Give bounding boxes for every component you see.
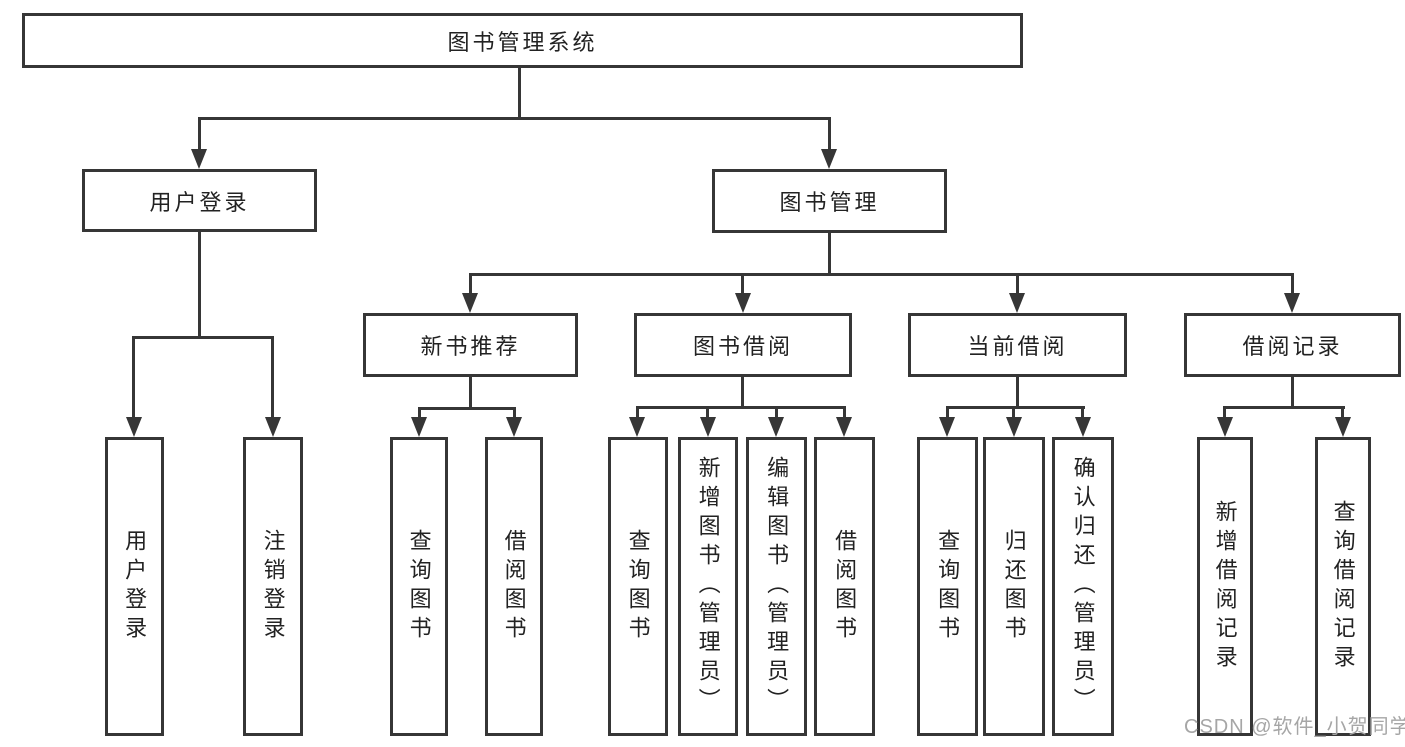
connector-vline xyxy=(198,117,201,151)
connector-arrow-down xyxy=(1009,293,1025,313)
node-label: 编辑图书（管理员） xyxy=(764,456,790,717)
connector-vline xyxy=(469,377,472,407)
connector-vline xyxy=(513,407,516,419)
leaf-add-borrow-record: 新增借阅记录 xyxy=(1197,437,1253,736)
connector-arrow-down xyxy=(1217,417,1233,437)
node-label: 用户登录 xyxy=(122,528,148,645)
node-label: 新增借阅记录 xyxy=(1212,499,1238,674)
node-label: 注销登录 xyxy=(260,528,286,645)
connector-hline xyxy=(1223,406,1345,409)
node-label: 新书推荐 xyxy=(420,334,521,359)
connector-vline xyxy=(843,406,846,419)
connector-vline xyxy=(946,406,949,419)
leaf-edit-book-admin: 编辑图书（管理员） xyxy=(746,437,807,736)
node-label: 新增图书（管理员） xyxy=(695,456,721,717)
leaf-borrow-books-recommend: 借阅图书 xyxy=(485,437,543,736)
node-label: 查询图书 xyxy=(406,528,432,645)
node-label: 归还图书 xyxy=(1001,528,1027,645)
connector-vline xyxy=(1016,377,1019,406)
node-label: 查询图书 xyxy=(935,528,961,645)
leaf-add-book-admin: 新增图书（管理员） xyxy=(678,437,738,736)
connector-vline xyxy=(741,273,744,297)
leaf-logout-login: 注销登录 xyxy=(243,437,303,736)
leaf-return-books: 归还图书 xyxy=(983,437,1045,736)
node-borrow-record: 借阅记录 xyxy=(1184,313,1401,377)
node-book-borrow: 图书借阅 xyxy=(634,313,852,377)
connector-vline xyxy=(828,117,831,151)
connector-arrow-down xyxy=(735,293,751,313)
leaf-confirm-return-admin: 确认归还（管理员） xyxy=(1052,437,1114,736)
connector-vline xyxy=(418,407,421,419)
connector-arrow-down xyxy=(462,293,478,313)
connector-vline xyxy=(828,233,831,273)
connector-vline xyxy=(741,377,744,406)
connector-vline xyxy=(1341,406,1344,419)
leaf-query-borrow-record: 查询借阅记录 xyxy=(1315,437,1371,736)
node-label: 确认归还（管理员） xyxy=(1070,456,1096,717)
connector-hline xyxy=(946,406,1085,409)
leaf-borrow-books: 借阅图书 xyxy=(814,437,875,736)
connector-hline xyxy=(132,336,274,339)
connector-arrow-down xyxy=(629,417,645,437)
node-label: 查询借阅记录 xyxy=(1330,499,1356,674)
leaf-query-books-recommend: 查询图书 xyxy=(390,437,448,736)
connector-vline xyxy=(1223,406,1226,419)
connector-arrow-down xyxy=(1075,417,1091,437)
leaf-query-books-borrow: 查询图书 xyxy=(608,437,668,736)
connector-hline xyxy=(636,406,846,409)
leaf-query-books-current: 查询图书 xyxy=(917,437,978,736)
node-new-book-recommend: 新书推荐 xyxy=(363,313,578,377)
connector-vline xyxy=(1291,377,1294,406)
connector-arrow-down xyxy=(836,417,852,437)
leaf-user-login: 用户登录 xyxy=(105,437,164,736)
connector-arrow-down xyxy=(411,417,427,437)
node-current-borrow: 当前借阅 xyxy=(908,313,1127,377)
connector-arrow-down xyxy=(821,149,837,169)
connector-vline xyxy=(1081,406,1084,419)
node-label: 图书管理系统 xyxy=(447,29,598,55)
connector-vline xyxy=(1016,273,1019,297)
connector-vline xyxy=(469,273,472,297)
connector-arrow-down xyxy=(700,417,716,437)
connector-vline xyxy=(198,232,201,336)
connector-hline xyxy=(198,117,831,120)
node-label: 用户登录 xyxy=(149,189,250,215)
connector-arrow-down xyxy=(126,417,142,437)
connector-hline xyxy=(418,407,516,410)
connector-vline xyxy=(636,406,639,419)
connector-arrow-down xyxy=(1284,293,1300,313)
connector-arrow-down xyxy=(506,417,522,437)
node-label: 借阅记录 xyxy=(1242,334,1343,359)
connector-arrow-down xyxy=(265,417,281,437)
connector-arrow-down xyxy=(939,417,955,437)
node-root: 图书管理系统 xyxy=(22,13,1023,68)
node-label: 查询图书 xyxy=(625,528,651,645)
connector-vline xyxy=(1291,273,1294,297)
node-book-management: 图书管理 xyxy=(712,169,947,233)
connector-vline xyxy=(706,406,709,419)
connector-vline xyxy=(132,336,135,419)
node-label: 借阅图书 xyxy=(501,528,527,645)
connector-vline xyxy=(775,406,778,419)
node-label: 借阅图书 xyxy=(832,528,858,645)
connector-vline xyxy=(1012,406,1015,419)
node-label: 当前借阅 xyxy=(967,334,1068,359)
connector-vline xyxy=(271,336,274,419)
node-user-login: 用户登录 xyxy=(82,169,317,232)
connector-vline xyxy=(518,68,521,117)
connector-hline xyxy=(469,273,1294,276)
connector-arrow-down xyxy=(768,417,784,437)
connector-arrow-down xyxy=(1006,417,1022,437)
connector-arrow-down xyxy=(191,149,207,169)
connector-arrow-down xyxy=(1335,417,1351,437)
csdn-watermark: CSDN @软件_小贺同学 xyxy=(1184,716,1405,738)
node-label: 图书管理 xyxy=(779,190,880,215)
node-label: 图书借阅 xyxy=(692,334,793,359)
